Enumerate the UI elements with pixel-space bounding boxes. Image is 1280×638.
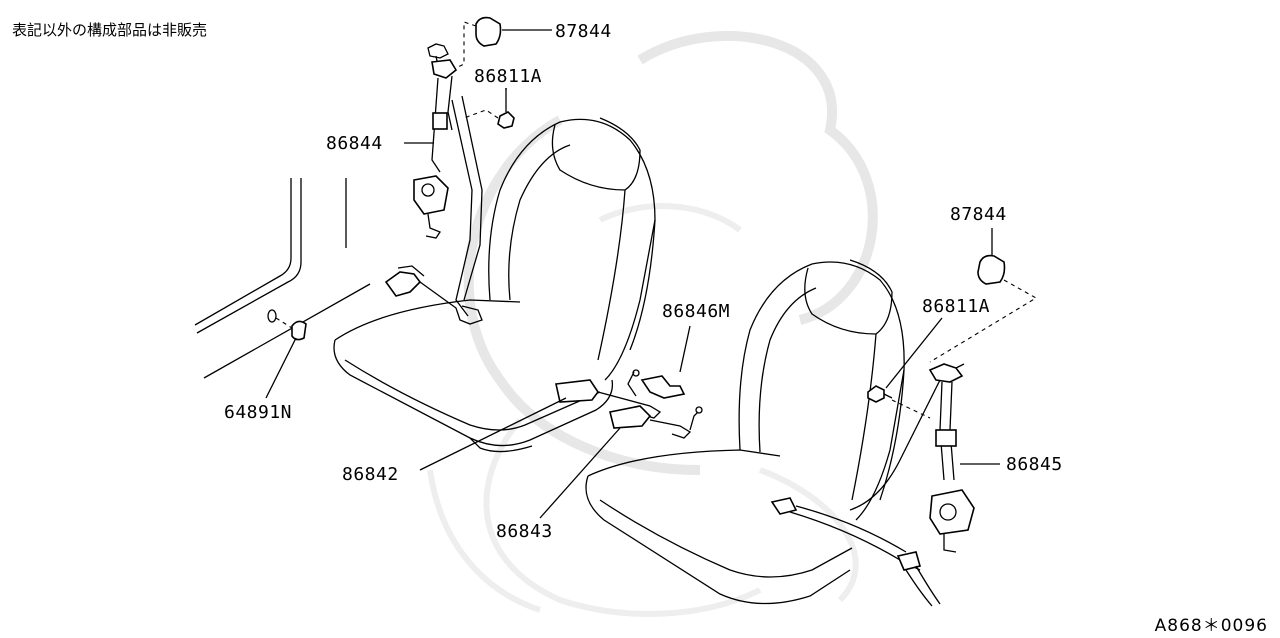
right-cover-87844 [929, 254, 1038, 363]
label-86844: 86844 [326, 133, 383, 154]
label-87844-right: 87844 [950, 204, 1007, 225]
diagram-code: A868＊0096 [1154, 616, 1268, 636]
top-cover-87844 [455, 16, 502, 69]
label-86845: 86845 [1006, 454, 1063, 475]
label-86811A-top: 86811A [474, 66, 542, 87]
bolt-86811A-top [463, 88, 515, 129]
label-64891N: 64891N [224, 402, 292, 423]
right-belt-assembly [770, 363, 975, 607]
grommet-64891N [267, 309, 307, 341]
bolt-86811A-right [867, 385, 931, 419]
label-86846M: 86846M [662, 301, 730, 322]
label-86811A-right: 86811A [922, 296, 990, 317]
left-belt-assembly [384, 43, 483, 325]
center-buckles [555, 369, 703, 439]
label-87844-top: 87844 [555, 21, 612, 42]
right-seat [585, 259, 905, 605]
parts-note: 表記以外の構成部品は非販売 [12, 21, 208, 39]
label-86843: 86843 [496, 521, 553, 542]
watermark-emblem [427, 30, 878, 617]
left-seat [333, 117, 656, 453]
label-86842: 86842 [342, 464, 399, 485]
door-frame [194, 178, 371, 379]
leader-lines [265, 29, 1000, 519]
